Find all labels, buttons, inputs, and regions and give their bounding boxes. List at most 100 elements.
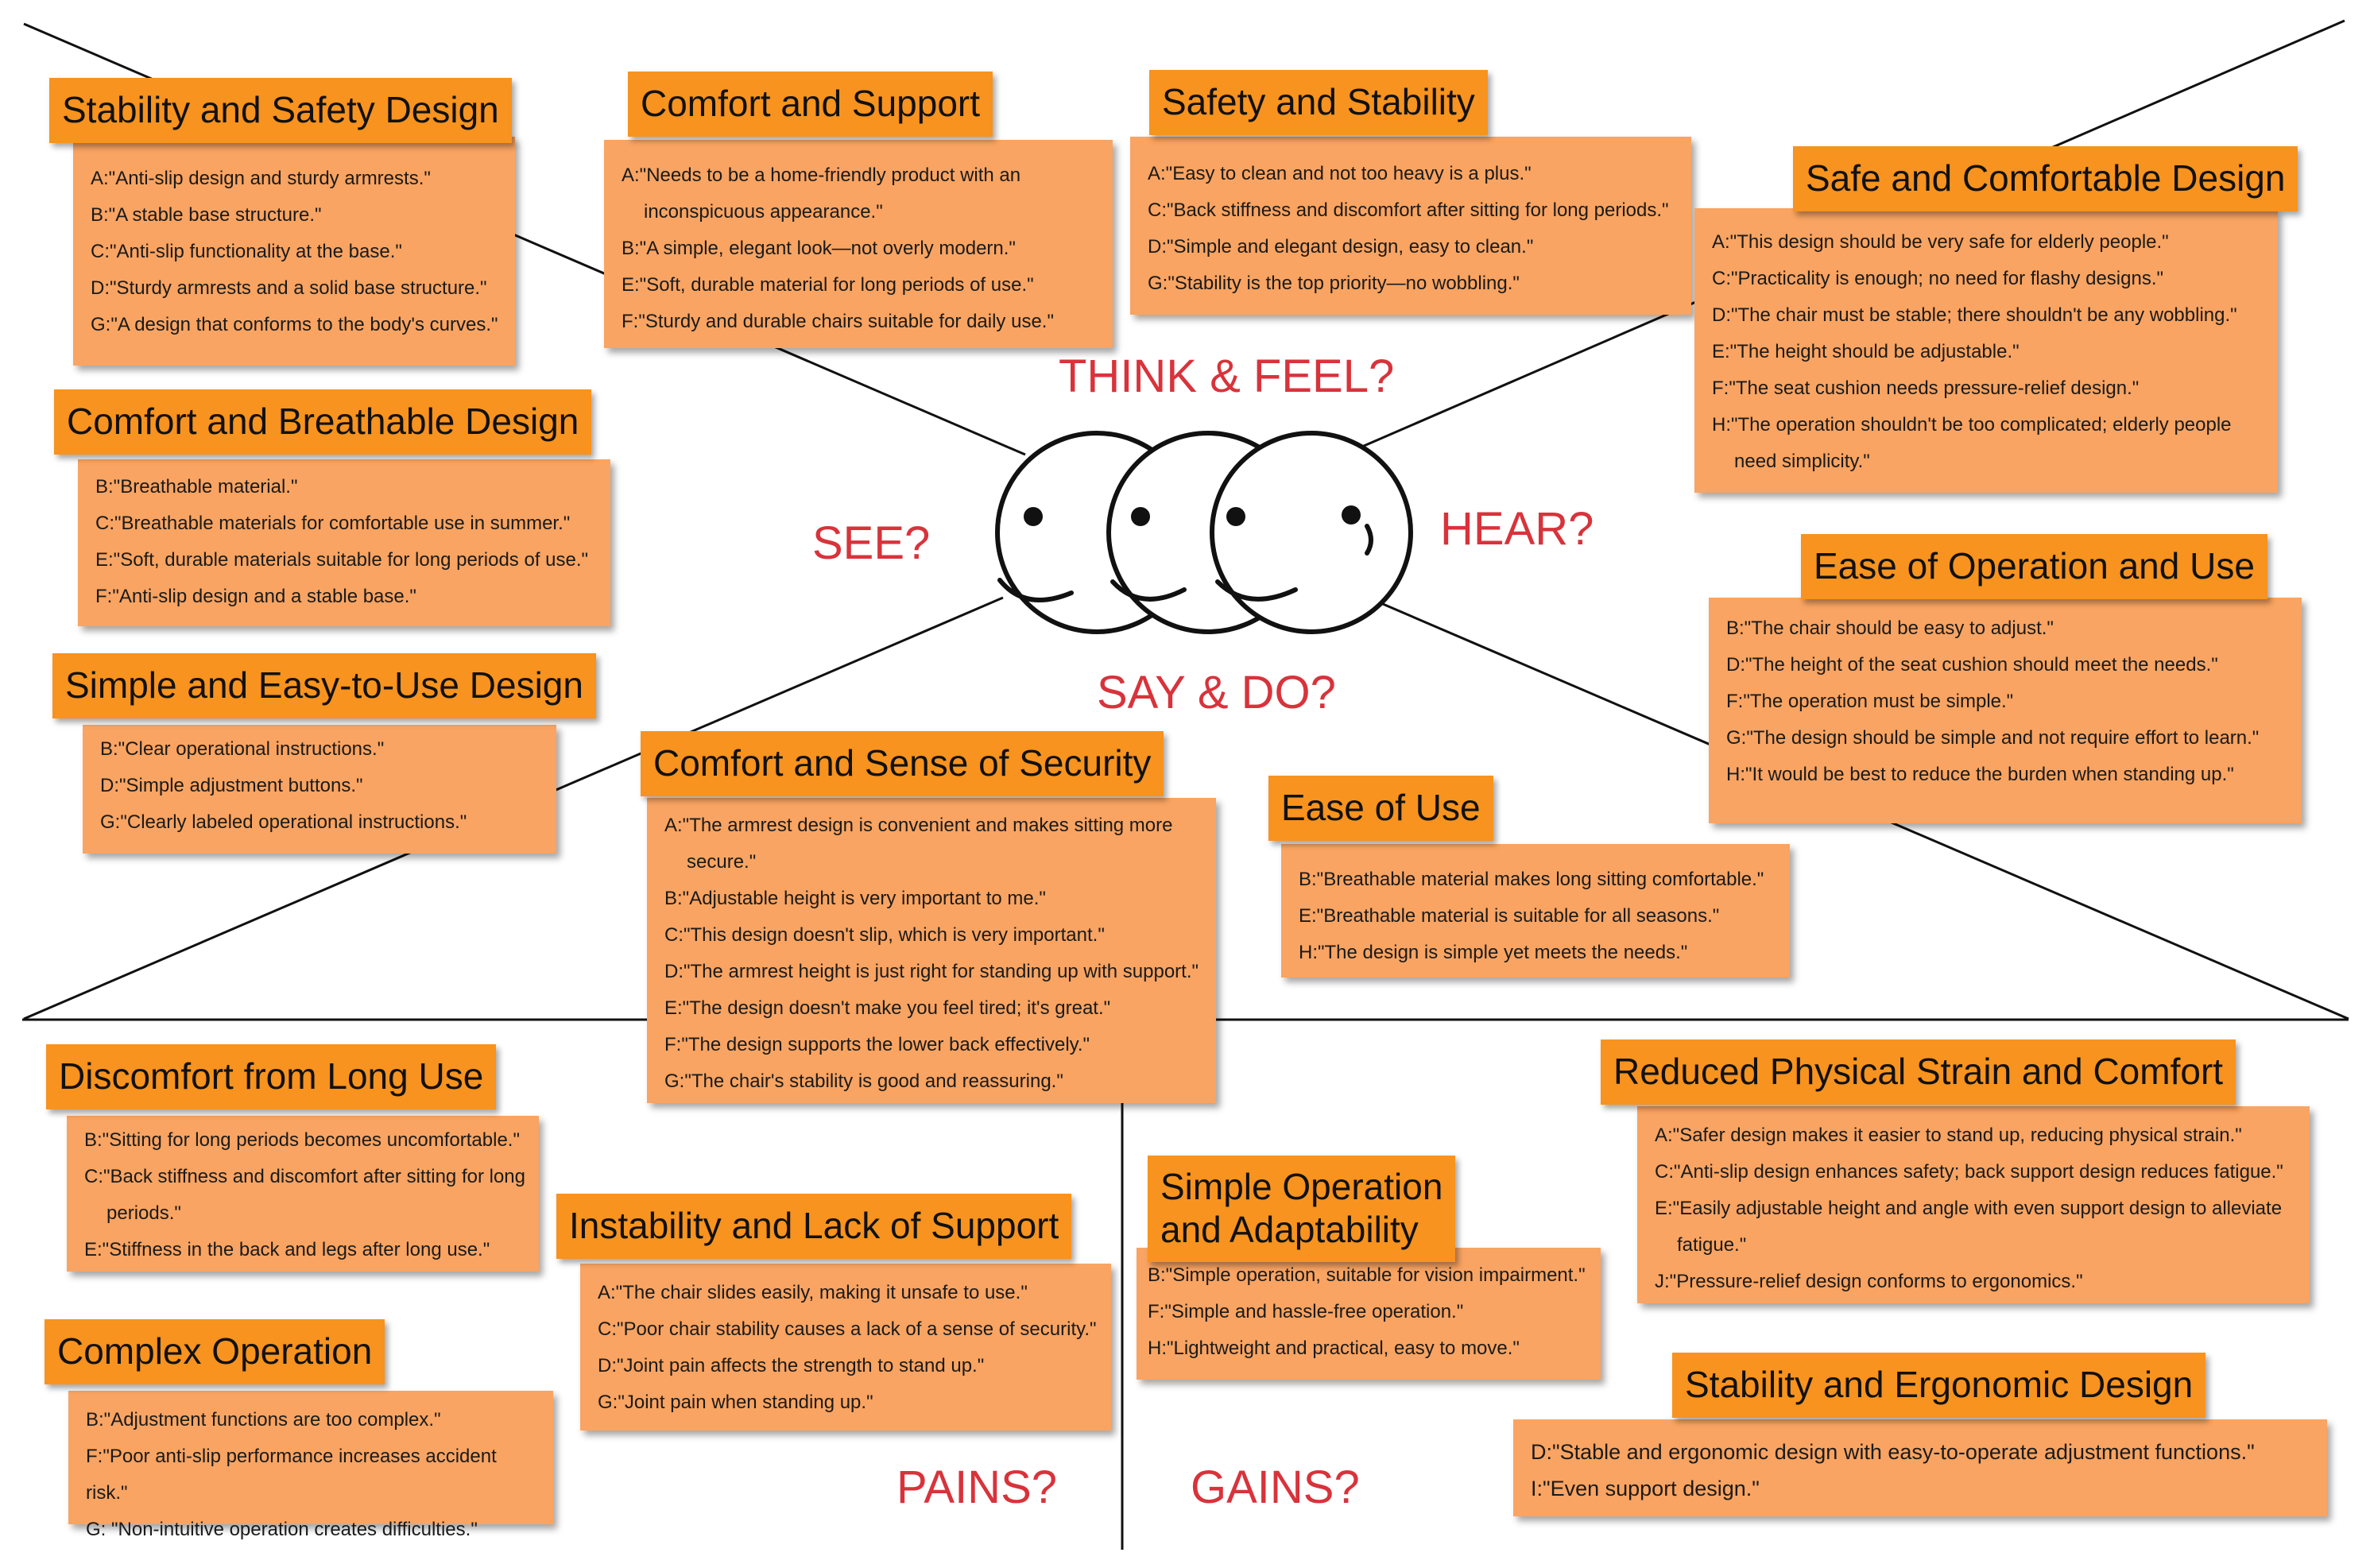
note-item: E:"The design doesn't make you feel tire… (664, 997, 1111, 1019)
note-item: J:"Pressure-relief design conforms to er… (1655, 1271, 2083, 1292)
note-item: A:"Needs to be a home-friendly product w… (622, 165, 1021, 186)
note-item: periods." (84, 1195, 528, 1232)
note-card: A:"This design should be very safe for e… (1694, 208, 2278, 493)
note-item: E:"Stiffness in the back and legs after … (84, 1239, 490, 1260)
note-item: D:"Sturdy armrests and a solid base stru… (91, 277, 487, 299)
note-card: B:"Breathable material." C:"Breathable m… (78, 459, 610, 626)
note-card: B:"Sitting for long periods becomes unco… (67, 1116, 539, 1272)
pains-label: PAINS? (896, 1462, 1058, 1513)
note-item: C:"This design doesn't slip, which is ve… (664, 924, 1105, 946)
note-item: E:"Breathable material is suitable for a… (1299, 905, 1720, 927)
note-item-continued: need simplicity." (1734, 451, 1870, 472)
note-title: Stability and Ergonomic Design (1672, 1353, 2206, 1418)
note-item: B:"Adjustment functions are too complex.… (86, 1409, 441, 1431)
note-card: A:"Easy to clean and not too heavy is a … (1130, 137, 1691, 315)
note-item: B:"Simple operation, suitable for vision… (1148, 1264, 1586, 1286)
note-card: D:"Stable and ergonomic design with easy… (1513, 1419, 2327, 1516)
think-feel-label: THINK & FEEL? (1059, 350, 1395, 402)
note-title: Instability and Lack of Support (556, 1194, 1072, 1259)
note-title: Reduced Physical Strain and Comfort (1601, 1040, 2236, 1105)
note-card: A:"Safer design makes it easier to stand… (1637, 1106, 2310, 1303)
note-item-continued: periods." (106, 1202, 181, 1224)
note-item: B:"Breathable material makes long sittin… (1299, 869, 1764, 890)
note-item-continued: fatigue." (1677, 1234, 1747, 1256)
note-item: D:"Simple adjustment buttons." (100, 775, 363, 796)
note-item: D:"Simple and elegant design, easy to cl… (1148, 236, 1534, 257)
note-item: F:"Anti-slip design and a stable base." (95, 586, 416, 607)
note-title: Simple Operation and Adaptability (1148, 1156, 1456, 1262)
note-item: F:"Simple and hassle-free operation." (1148, 1301, 1464, 1322)
note-item: A:"The armrest design is convenient and … (664, 815, 1173, 836)
note-title: Safe and Comfortable Design (1793, 146, 2298, 211)
note-item: H:"The operation shouldn't be too compli… (1712, 414, 2232, 436)
note-item: E:"The height should be adjustable." (1712, 341, 2020, 362)
note-card: B:"The chair should be easy to adjust." … (1709, 598, 2302, 823)
note-card: A:"The armrest design is convenient and … (647, 798, 1216, 1103)
note-list: A:"Safer design makes it easier to stand… (1637, 1106, 2310, 1308)
note-item: G:"A design that conforms to the body's … (91, 314, 498, 335)
note-item: E:"Easily adjustable height and angle wi… (1655, 1198, 2283, 1219)
note-list: B:"Sitting for long periods becomes unco… (67, 1116, 539, 1276)
note-title: Simple and Easy-to-Use Design (52, 653, 596, 718)
note-item: inconspicuous appearance." (622, 194, 1102, 230)
note-item-continued: inconspicuous appearance." (644, 201, 883, 223)
note-list: B:"Simple operation, suitable for vision… (1137, 1248, 1601, 1375)
note-card: A:"Needs to be a home-friendly product w… (604, 140, 1113, 348)
note-item: C:"Anti-slip functionality at the base." (91, 241, 402, 262)
note-item: G:"Clearly labeled operational instructi… (100, 811, 467, 833)
note-item: C:"Poor chair stability causes a lack of… (598, 1318, 1097, 1340)
note-title: Ease of Use (1268, 776, 1493, 841)
note-item: G:"The chair's stability is good and rea… (664, 1070, 1063, 1092)
note-item: F:"The design supports the lower back ef… (664, 1034, 1090, 1055)
note-list: B:"Clear operational instructions." D:"S… (83, 725, 556, 849)
note-list: A:"Easy to clean and not too heavy is a … (1130, 137, 1691, 310)
note-title: Comfort and Breathable Design (54, 389, 592, 455)
note-item: A:"Anti-slip design and sturdy armrests.… (91, 168, 431, 189)
see-label: SEE? (812, 517, 931, 569)
note-item: C:"Anti-slip design enhances safety; bac… (1655, 1161, 2283, 1183)
note-item: H:"Lightweight and practical, easy to mo… (1148, 1338, 1520, 1359)
note-item: F:"The operation must be simple." (1726, 691, 2014, 712)
note-item: C:"Back stiffness and discomfort after s… (1148, 199, 1669, 221)
note-card: B:"Simple operation, suitable for vision… (1137, 1248, 1601, 1380)
note-item: B:"Sitting for long periods becomes unco… (84, 1129, 520, 1151)
note-list: B:"Adjustment functions are too complex.… (68, 1391, 553, 1556)
note-item: C:"Practicality is enough; no need for f… (1712, 268, 2164, 289)
hear-label: HEAR? (1440, 503, 1594, 555)
note-title: Complex Operation (45, 1319, 385, 1384)
note-item: secure." (664, 844, 1205, 881)
note-item: B:"The chair should be easy to adjust." (1726, 618, 2054, 639)
note-card: A:"The chair slides easily, making it un… (580, 1264, 1111, 1431)
note-item: D:"The chair must be stable; there shoul… (1712, 304, 2237, 326)
note-title: Safety and Stability (1149, 70, 1488, 135)
note-item: B:"A stable base structure." (91, 204, 322, 226)
note-item: G:"The design should be simple and not r… (1726, 727, 2260, 749)
note-item: E:"Soft, durable material for long perio… (622, 274, 1034, 296)
note-item: B:"Breathable material." (95, 476, 298, 498)
note-item: G: "Non-intuitive operation creates diff… (86, 1519, 478, 1540)
note-item: E:"Soft, durable materials suitable for … (95, 549, 589, 571)
note-item: need simplicity." (1712, 443, 2267, 480)
note-list: B:"Breathable material makes long sittin… (1281, 844, 1790, 979)
note-card: B:"Clear operational instructions." D:"S… (83, 725, 556, 854)
note-card: B:"Adjustment functions are too complex.… (68, 1391, 553, 1540)
note-item: C:"Back stiffness and discomfort after s… (84, 1166, 525, 1187)
note-card: B:"Breathable material makes long sittin… (1281, 844, 1790, 978)
note-list: D:"Stable and ergonomic design with easy… (1513, 1419, 2327, 1515)
note-item: B:"A simple, elegant look—not overly mod… (622, 238, 1016, 259)
say-do-label: SAY & DO? (1097, 667, 1336, 718)
note-list: A:"The chair slides easily, making it un… (580, 1264, 1111, 1429)
note-item: A:"Easy to clean and not too heavy is a … (1148, 163, 1532, 184)
note-title: Comfort and Support (628, 72, 993, 137)
note-list: B:"The chair should be easy to adjust." … (1709, 598, 2302, 801)
note-title: Comfort and Sense of Security (641, 731, 1164, 796)
note-item: I:"Even support design." (1531, 1477, 1760, 1500)
note-item: A:"Safer design makes it easier to stand… (1655, 1125, 2242, 1146)
gains-label: GAINS? (1191, 1462, 1360, 1513)
note-title: Discomfort from Long Use (46, 1044, 497, 1109)
note-item: fatigue." (1655, 1227, 2298, 1264)
note-item: F:"Sturdy and durable chairs suitable fo… (622, 311, 1054, 332)
note-list: A:"The armrest design is convenient and … (647, 798, 1216, 1108)
note-item: D:"Joint pain affects the strength to st… (598, 1355, 985, 1376)
